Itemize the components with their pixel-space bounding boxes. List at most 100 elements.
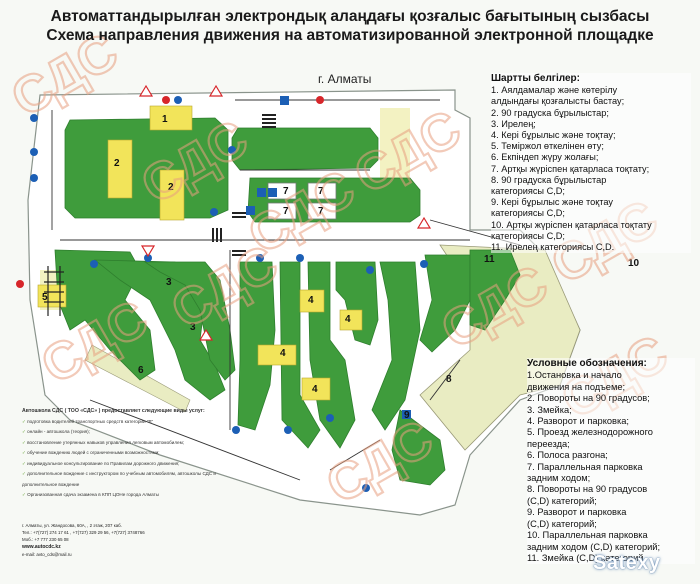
legend-kazakh-item: 9. Кері бұрылыс және тоқтау [491, 197, 613, 208]
parking-sign-icon [402, 410, 411, 419]
parking-sign-icon [280, 96, 289, 105]
parking-sign-icon [257, 188, 266, 197]
service-item: онлайн - автошкола (теория); [22, 427, 234, 438]
island-top [231, 127, 379, 171]
zone-number-label: 10 [628, 258, 640, 269]
service-item: дополнительное вождение с инструктором п… [22, 469, 234, 490]
legend-kazakh-item: алдындағы қозғалысты бастау; [491, 96, 625, 107]
legend-russian-item: 3. Змейка; [527, 404, 572, 415]
zone-number-label: 2 [114, 158, 120, 169]
legend-russian-item: движения на подъеме; [527, 381, 626, 392]
island-3b [143, 261, 236, 381]
brand-watermark: Satexy [593, 552, 661, 574]
legend-kazakh-heading: Шартты белгілер: [491, 73, 580, 84]
sign-icon [316, 96, 324, 104]
legend-russian-item: (C,D) категорий; [527, 518, 597, 529]
zone-number-label: 5 [42, 292, 48, 303]
road-signs [16, 84, 432, 492]
island-right-tall [371, 261, 421, 431]
legend-russian-item: 9. Разворот и парковка [527, 507, 627, 518]
zone-4-right [339, 309, 363, 331]
legend-kazakh-item: категориясы C,D; [491, 186, 565, 197]
legend-kazakh-item: 5. Теміржол өткелінен өту; [491, 141, 604, 152]
legend-kazakh-item: 6. Екпіндеп жүру жолағы; [491, 152, 599, 163]
legend-kazakh-item: категориясы C,D; [491, 230, 565, 241]
zone-number-label: 3 [190, 322, 196, 333]
island-2 [64, 117, 229, 219]
title-kazakh: Автоматтандырылған электрондық алаңдағы … [50, 8, 650, 25]
legend-kazakh-item: категориясы C,D; [491, 208, 565, 219]
zone-number-label: 4 [280, 348, 286, 359]
crosswalk-top [262, 114, 276, 128]
sign-icon [326, 414, 334, 422]
zone-1 [149, 105, 193, 131]
legend-russian-item: 8. Повороты на 90 градусов [527, 484, 648, 495]
warning-sign-icon [416, 216, 432, 229]
sign-icon [30, 114, 38, 122]
warning-sign-icon [198, 328, 214, 341]
zone-number-label: 2 [168, 182, 174, 193]
legend-russian-item: 7. Параллельная парковка [527, 461, 643, 472]
zone-number-label: 4 [312, 384, 318, 395]
legend-kazakh: Шартты белгілер: 1. Аялдамалар және көте… [491, 73, 691, 254]
island-center-left [237, 261, 276, 431]
warning-sign-icon [140, 245, 156, 258]
sign-icon [174, 96, 182, 104]
zone-number-label: 9 [404, 410, 410, 421]
legend-russian-item: переезда; [527, 438, 570, 449]
speed-lane-zone [84, 344, 191, 413]
legend-russian-item: задним ходом (C,D) категорий; [527, 541, 661, 552]
email-link[interactable]: e-mail: avto_cds@mail.ru [22, 551, 72, 557]
legend-kazakh-item: 1. Аялдамалар және көтерілу [491, 85, 618, 96]
legend-russian-item: 1.Остановка и начало [527, 370, 622, 381]
legend-russian-heading: Условные обозначения: [527, 358, 647, 369]
services-heading: Автошкола СДС ( ТОО «СДС» ) предоставляе… [22, 408, 205, 414]
legend-kazakh-item: 3. Ирелең; [491, 118, 536, 129]
parking-sign-icon [246, 206, 255, 215]
zone-number-label: 11 [484, 254, 495, 265]
zone-number-label: 6 [138, 365, 144, 376]
service-item: Организованная сдача экзамена в КПП ЦОНе… [22, 490, 234, 501]
title-russian: Схема направления движения на автоматизи… [46, 27, 654, 44]
zone-4-bay [257, 344, 297, 366]
zone-number-label: 7 [318, 206, 324, 217]
zone-4-bottom [301, 377, 331, 401]
warning-sign-icon [208, 84, 224, 97]
zone-number-label: 8 [446, 374, 452, 385]
crosswalk-center [212, 212, 246, 256]
sign-icon [210, 208, 218, 216]
legend-kazakh-item: 11. Ирелең категориясы C,D. [491, 242, 615, 253]
legend-russian-item: (C,D) категорий; [527, 495, 597, 506]
railway-crossing [44, 266, 64, 316]
legend-kazakh-item: 4. Кері бұрылыс және тоқтау; [491, 130, 616, 141]
service-item: подготовка водителей транспортных средст… [22, 417, 234, 428]
sign-icon [232, 426, 240, 434]
cream-zone-top [380, 108, 410, 195]
zone-2a [107, 139, 133, 199]
sign-icon [256, 254, 264, 262]
sign-icon [228, 146, 236, 154]
sign-icon [420, 260, 428, 268]
service-item: индивидуальное консультирование по Прави… [22, 459, 234, 470]
zone-number-label: 4 [308, 295, 314, 306]
island-9 [391, 409, 446, 486]
sign-icon [90, 260, 98, 268]
services-list: Автошкола СДС ( ТОО «СДС» ) предоставляе… [22, 406, 234, 501]
sign-icon [30, 174, 38, 182]
island-4c [335, 261, 379, 346]
website-link[interactable]: www.autocdc.kz [22, 543, 61, 550]
sign-icon [284, 426, 292, 434]
zone-number-label: 7 [283, 206, 289, 217]
legend-russian-item: 11. Змейка (C,D) категорий [527, 552, 644, 563]
sign-icon [30, 148, 38, 156]
sign-icon [162, 96, 170, 104]
sign-icon [366, 266, 374, 274]
legend-russian-item: 5. Проезд железнодорожного [527, 427, 653, 438]
address-text: г. Алматы, ул. Жандосова, 60А, , 2 этаж,… [22, 523, 122, 528]
legend-russian-item: 10. Параллельная парковка [527, 530, 648, 541]
legend-kazakh-item: 8. 90 градуска бұрылыстар [491, 174, 607, 185]
service-item: восстановление утерянных навыков управле… [22, 438, 234, 449]
zone-number-label: 1 [162, 114, 168, 125]
sign-icon [362, 484, 370, 492]
